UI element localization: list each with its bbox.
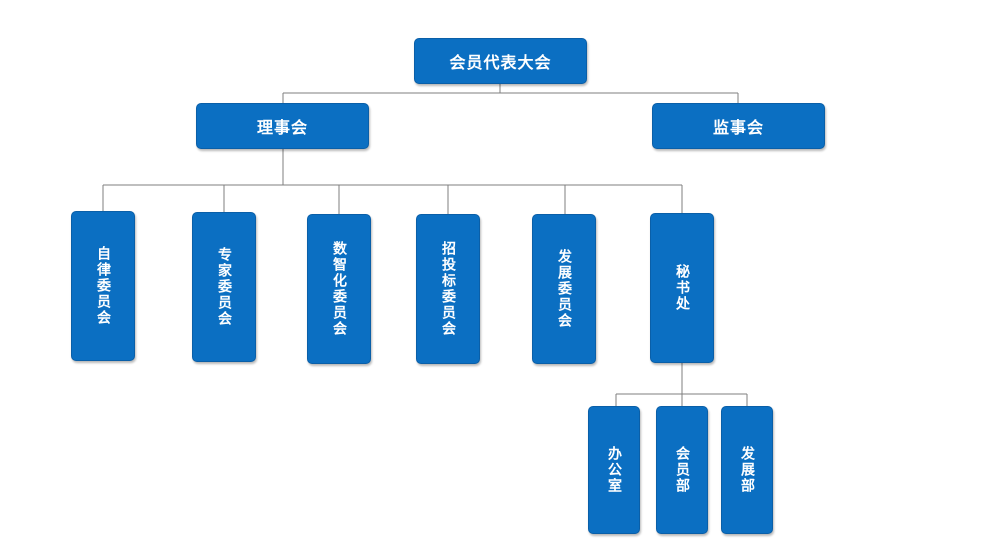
node-label: 会员部: [674, 446, 690, 494]
node-supervisory-board: 监事会: [652, 103, 825, 149]
node-development-department: 发展部: [721, 406, 773, 534]
node-label: 招投标委员会: [440, 241, 456, 337]
node-digital-intelligence-committee: 数智化委员会: [307, 214, 371, 364]
node-self-discipline-committee: 自律委员会: [71, 211, 135, 361]
node-council: 理事会: [196, 103, 369, 149]
node-expert-committee: 专家委员会: [192, 212, 256, 362]
node-label: 发展部: [739, 446, 755, 494]
node-label: 发展委员会: [556, 249, 572, 329]
node-label: 监事会: [712, 118, 764, 137]
node-label: 自律委员会: [95, 246, 111, 326]
node-label: 办公室: [606, 446, 622, 494]
node-development-committee: 发展委员会: [532, 214, 596, 364]
node-office: 办公室: [588, 406, 640, 534]
node-label: 数智化委员会: [331, 241, 347, 337]
node-label: 会员代表大会: [449, 53, 552, 72]
node-membership-department: 会员部: [656, 406, 708, 534]
node-label: 秘书处: [674, 264, 690, 312]
node-general-assembly: 会员代表大会: [414, 38, 587, 84]
node-label: 理事会: [256, 118, 308, 137]
node-secretariat: 秘书处: [650, 213, 714, 363]
node-label: 专家委员会: [216, 247, 232, 327]
node-bidding-committee: 招投标委员会: [416, 214, 480, 364]
